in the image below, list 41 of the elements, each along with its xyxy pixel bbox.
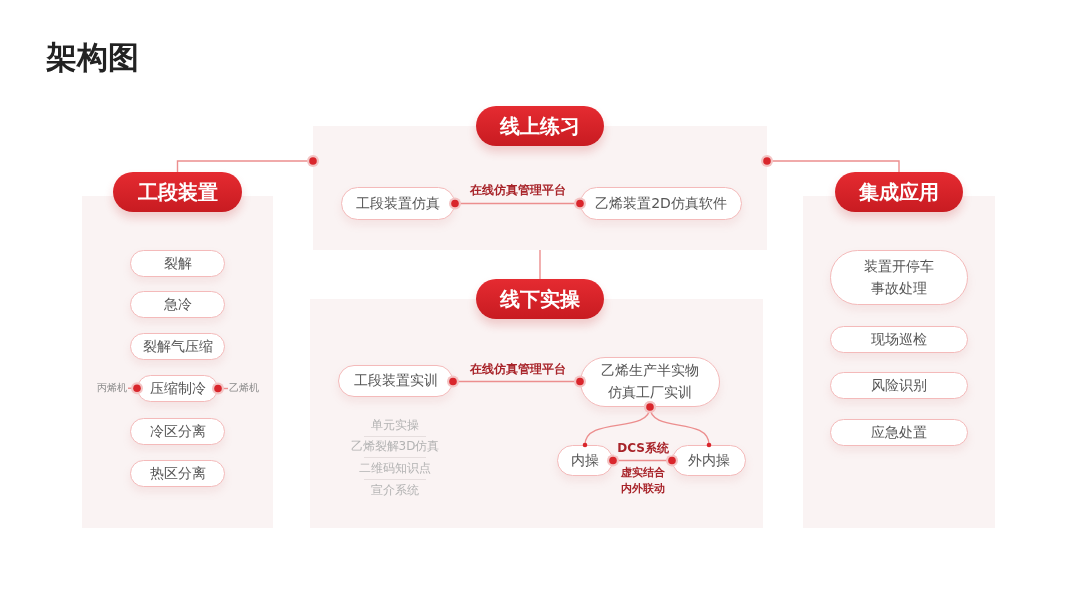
page-title: 架构图 (46, 38, 139, 77)
topic-box: 风险识别 (830, 372, 968, 399)
edge-label: DCS系统 (614, 440, 672, 456)
topic-box: 裂解 (130, 250, 225, 277)
section-panel (310, 279, 763, 528)
topic-box: 工段装置仿真 (341, 187, 455, 220)
section-panel (82, 172, 273, 528)
topic-box: 热区分离 (130, 460, 225, 487)
edge-note: 虚实结合内外联动 (621, 465, 665, 497)
topic-box: 外内操 (672, 445, 746, 476)
topic-box: 内操 (557, 445, 613, 476)
section-heading: 集成应用 (835, 172, 963, 212)
topic-box: 急冷 (130, 291, 225, 318)
topic-box: 乙烯生产半实物仿真工厂实训 (580, 357, 720, 407)
topic-box: 冷区分离 (130, 418, 225, 445)
section-heading: 工段装置 (113, 172, 242, 212)
feature-label: 乙烯裂解3D仿真 (350, 438, 440, 454)
topic-box: 工段装置实训 (338, 365, 453, 397)
machine-label: 丙烯机 (96, 382, 128, 394)
machine-label: 乙烯机 (228, 382, 260, 394)
topic-box: 乙烯装置2D仿真软件 (580, 187, 742, 220)
connector-line (447, 375, 586, 388)
topic-box: 应急处置 (830, 419, 968, 446)
section-panel (803, 172, 995, 528)
connector-line (449, 197, 586, 210)
connector-line (127, 382, 143, 395)
connector-line (761, 155, 900, 173)
connector-line (607, 454, 678, 467)
connector-line (212, 382, 229, 395)
section-heading: 线下实操 (476, 279, 604, 319)
topic-box: 压缩制冷 (137, 375, 218, 402)
section-heading: 线上练习 (476, 106, 604, 146)
topic-box: 裂解气压缩 (130, 333, 225, 360)
section-panel (313, 106, 767, 250)
feature-label: 单元实操 (371, 417, 419, 433)
connector-line (539, 249, 541, 280)
topic-box: 现场巡检 (830, 326, 968, 353)
connector-line (176, 155, 319, 173)
topic-box: 装置开停车事故处理 (830, 250, 968, 305)
feature-label: 宣介系统 (371, 482, 419, 498)
connector-line (644, 401, 712, 448)
